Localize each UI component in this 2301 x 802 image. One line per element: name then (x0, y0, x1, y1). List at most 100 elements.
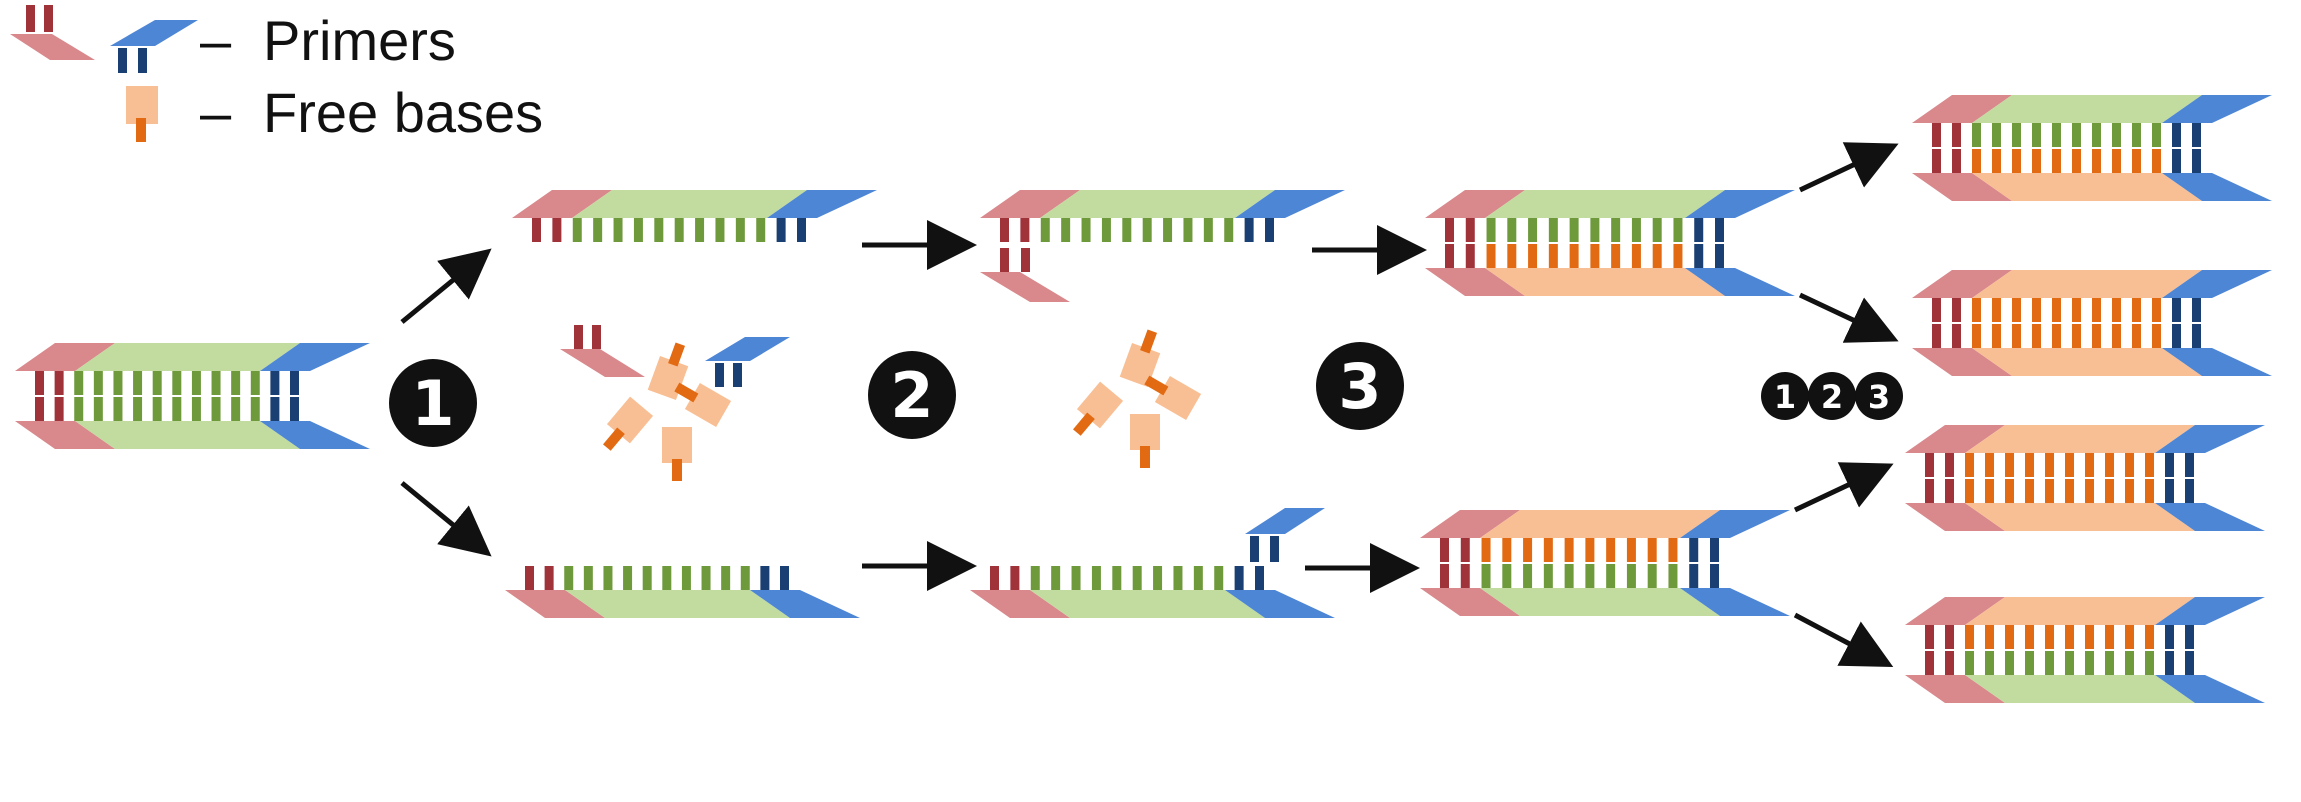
base-tick-bottom (2085, 651, 2094, 675)
forward-primer (505, 590, 605, 618)
annealed-primer-tick (1000, 248, 1009, 272)
base-tick-bottom (2092, 324, 2101, 348)
base-tick-bottom (172, 397, 182, 421)
base-tick-bottom (2032, 324, 2041, 348)
reverse-primer (750, 590, 860, 618)
base-tick-bottom (2005, 651, 2014, 675)
base-tick-top (172, 371, 182, 395)
base-tick-bottom (1925, 651, 1934, 675)
base-tick-top (1932, 298, 1941, 322)
forward-primer-bottom (1912, 173, 2012, 201)
reverse-primer-bottom (2162, 348, 2272, 376)
base-tick (593, 218, 603, 242)
reverse-primer-top (260, 343, 370, 371)
base-tick-bottom (270, 397, 280, 421)
base-tick-top (2105, 625, 2114, 649)
base-tick (797, 218, 806, 242)
reverse-primer-top (1685, 190, 1795, 218)
strand-bottom (1972, 348, 2202, 376)
base-tick-bottom (2152, 324, 2161, 348)
arrow-cycle-d (1793, 612, 1894, 668)
reverse-primer-bottom (1680, 588, 1790, 616)
cycle-summary-1: 1 (1774, 378, 1796, 416)
base-tick-bottom (2165, 479, 2174, 503)
base-tick (776, 218, 786, 242)
base-tick-top (1569, 218, 1579, 242)
base-tick (701, 566, 711, 590)
base-tick-top (2032, 298, 2041, 322)
base-tick-bottom (2025, 651, 2034, 675)
base-tick-bottom (1631, 244, 1641, 268)
forward-primer-top (15, 343, 115, 371)
dna-product-1 (1912, 95, 2272, 201)
legend: – Primers – Free bases (10, 5, 543, 144)
base-tick-bottom (1972, 149, 1981, 173)
free-base-icon (126, 86, 158, 142)
base-tick-bottom (2065, 651, 2074, 675)
base-tick-bottom (1548, 244, 1558, 268)
strand-bottom (1965, 675, 2195, 703)
dna-original-duplex (15, 343, 370, 449)
base-tick-top (2012, 298, 2021, 322)
base-tick (1030, 566, 1040, 590)
base-tick-bottom (1481, 564, 1491, 588)
base-tick (1265, 218, 1274, 242)
base-tick-bottom (1569, 244, 1579, 268)
base-tick-top (93, 371, 103, 395)
base-tick-top (1465, 218, 1475, 242)
forward-primer-top (1905, 425, 2005, 453)
base-tick (1142, 218, 1152, 242)
dna-separated-top (512, 190, 877, 242)
base-tick-top (1972, 123, 1981, 147)
base-tick-top (2005, 453, 2014, 477)
primer-icon (10, 5, 198, 73)
base-tick-top (2145, 453, 2154, 477)
base-tick-top (2065, 625, 2074, 649)
strand-bottom (1965, 503, 2195, 531)
base-tick-top (2005, 625, 2014, 649)
base-tick-bottom (1965, 479, 1974, 503)
base-tick (583, 566, 593, 590)
base-tick-top (1460, 538, 1470, 562)
base-tick-bottom (1992, 149, 2001, 173)
strand-top (1972, 95, 2202, 123)
forward-primer (980, 190, 1080, 218)
base-tick-bottom (1606, 564, 1616, 588)
forward-primer-top (1912, 270, 2012, 298)
base-tick-bottom (2052, 149, 2061, 173)
free-base-body (1154, 376, 1202, 420)
annealed-forward-primer (980, 272, 1070, 302)
base-tick-bottom (2105, 651, 2114, 675)
base-tick (654, 218, 664, 242)
base-tick-top (2052, 123, 2061, 147)
base-tick-top (1710, 538, 1719, 562)
reverse-primer-bottom (2155, 503, 2265, 531)
primer-tick (715, 363, 724, 387)
free-base-body (684, 383, 732, 427)
step-3-label: 3 (1338, 350, 1381, 423)
arrow-denature-top (400, 248, 492, 324)
free-base (603, 396, 654, 451)
step-2-label: 2 (890, 359, 933, 432)
base-tick-top (1631, 218, 1641, 242)
base-tick-top (2045, 453, 2054, 477)
base-tick (603, 566, 613, 590)
dna-product-4 (1905, 597, 2265, 703)
reverse-primer (1235, 190, 1345, 218)
reverse-primer-top (2155, 425, 2265, 453)
dna-annealed-bottom (970, 508, 1335, 618)
forward-primer (970, 590, 1070, 618)
base-tick-top (2105, 453, 2114, 477)
base-tick-top (1992, 298, 2001, 322)
base-tick-bottom (2005, 479, 2014, 503)
base-tick (1203, 218, 1213, 242)
reverse-primer (767, 190, 877, 218)
base-tick-bottom (2192, 149, 2201, 173)
base-tick-bottom (2012, 149, 2021, 173)
base-tick-top (231, 371, 241, 395)
base-tick (1132, 566, 1142, 590)
base-tick-top (2165, 625, 2174, 649)
annealed-reverse-primer (1245, 508, 1325, 534)
base-tick (735, 218, 745, 242)
base-tick-bottom (1440, 564, 1449, 588)
